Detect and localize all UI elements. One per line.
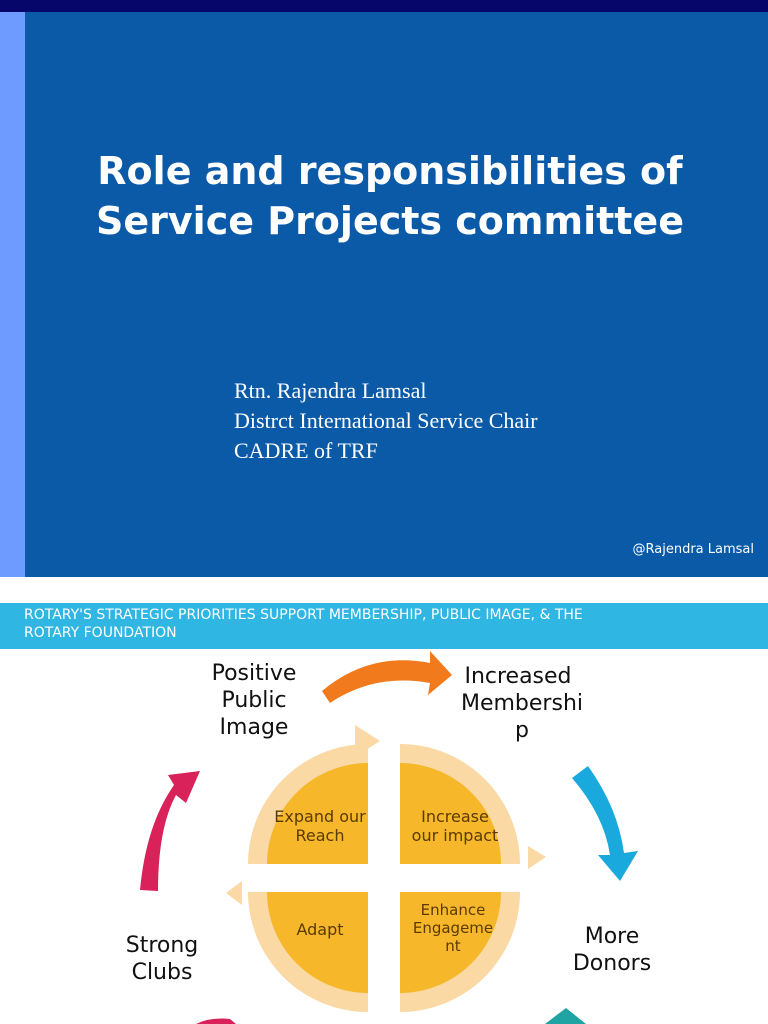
priorities-cycle-diagram: Expand our Reach Increase our impact Ada…	[126, 651, 651, 1024]
label-clubs-line-1: Strong	[126, 933, 199, 958]
slide-title: Role and responsibilities of Service Pro…	[40, 146, 740, 246]
label-positive-line-2: Public	[221, 688, 286, 713]
label-increased-membership: Increased Membershi p	[461, 664, 583, 743]
label-clubs-line-2: Clubs	[132, 960, 193, 985]
quadrant-bottom-right-line-3: nt	[445, 937, 461, 955]
label-positive-line-3: Image	[220, 715, 289, 740]
teal-cycle-arrow	[545, 1008, 586, 1024]
title-slide: Role and responsibilities of Service Pro…	[0, 0, 768, 577]
quadrant-adapt: Adapt	[226, 881, 368, 1012]
banner-line-1: ROTARY'S STRATEGIC PRIORITIES SUPPORT ME…	[24, 607, 583, 623]
blue-cycle-arrow	[572, 766, 638, 881]
slide-title-line-1: Role and responsibilities of	[97, 149, 683, 193]
priorities-banner	[0, 603, 768, 649]
label-donors-line-1: More	[585, 924, 640, 949]
label-more-donors: More Donors	[573, 924, 651, 976]
presenter-role: Distrct International Service Chair	[234, 408, 538, 433]
quadrant-top-right-line-1: Increase	[421, 807, 489, 826]
label-donors-line-2: Donors	[573, 951, 651, 976]
priorities-banner-text: ROTARY'S STRATEGIC PRIORITIES SUPPORT ME…	[24, 606, 754, 642]
orange-cycle-arrow	[322, 651, 452, 703]
slide-credit: @Rajendra Lamsal	[632, 542, 754, 557]
quadrant-bottom-left-line-1: Adapt	[296, 920, 343, 939]
quadrant-top-left-line-2: Reach	[296, 826, 345, 845]
presenter-name: Rtn. Rajendra Lamsal	[234, 378, 427, 403]
quadrant-bottom-right-line-1: Enhance	[421, 901, 486, 919]
label-membership-line-3: p	[515, 718, 529, 743]
quadrant-top-left-line-1: Expand our	[274, 807, 366, 826]
label-positive-public-image: Positive Public Image	[212, 661, 297, 740]
presenter-affiliation: CADRE of TRF	[234, 438, 378, 463]
quadrant-expand-reach: Expand our Reach	[248, 725, 380, 864]
slide-title-line-2: Service Projects committee	[96, 199, 684, 243]
slide-left-accent-bar	[0, 12, 25, 577]
banner-line-2: ROTARY FOUNDATION	[24, 625, 177, 641]
quadrant-top-right-line-2: our impact	[412, 826, 499, 845]
slide-separator	[0, 577, 768, 603]
strategic-priorities-slide: ROTARY'S STRATEGIC PRIORITIES SUPPORT ME…	[0, 603, 768, 1024]
red-arrow-stub	[196, 1018, 236, 1024]
label-membership-line-2: Membershi	[461, 691, 583, 716]
presenter-info: Rtn. Rajendra Lamsal Distrct Internation…	[234, 376, 538, 466]
label-strong-clubs: Strong Clubs	[126, 933, 199, 985]
slide-top-bar	[0, 0, 768, 12]
label-membership-line-1: Increased	[464, 664, 571, 689]
label-positive-line-1: Positive	[212, 661, 297, 686]
quadrant-increase-impact: Increase our impact	[400, 744, 546, 869]
red-cycle-arrow	[140, 771, 200, 891]
quadrant-bottom-right-line-2: Engageme	[413, 919, 493, 937]
quadrant-enhance-engagement: Enhance Engageme nt	[400, 892, 520, 1012]
